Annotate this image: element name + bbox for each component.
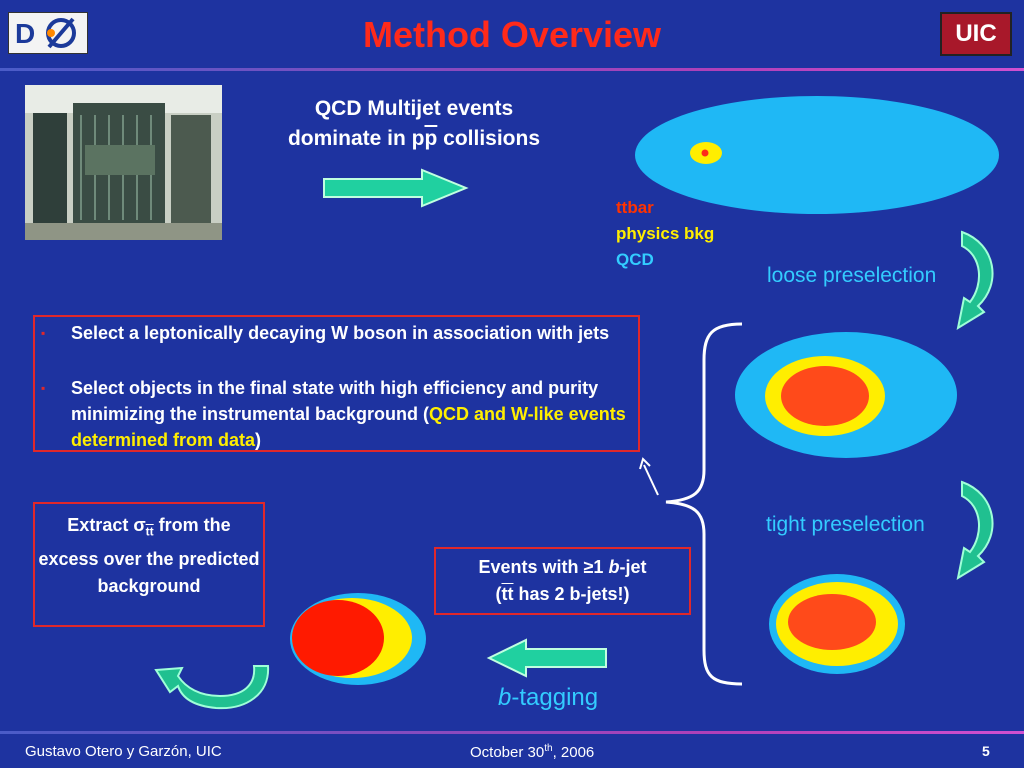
legend-physics-bkg: physics bkg	[616, 224, 714, 244]
final-selection-ellipse	[288, 591, 428, 692]
footer-divider	[0, 731, 1024, 734]
uic-logo: UIC	[940, 12, 1012, 56]
page-number: 5	[982, 743, 990, 759]
tight-selection-ellipse	[767, 572, 907, 681]
step-loose-preselection: loose preselection	[767, 264, 936, 288]
curved-arrow-icon	[150, 660, 272, 717]
arrow-left-icon	[486, 638, 610, 683]
slide-title: Method Overview	[0, 14, 1024, 56]
arrow-right-icon	[322, 168, 470, 213]
header-divider	[0, 68, 1024, 71]
events-line2: (tt has 2 b-jets!)	[436, 581, 689, 608]
qcd-ellipse-full	[633, 94, 1001, 221]
headline: QCD Multijet events dominate in pp colli…	[250, 94, 578, 154]
events-line1: Events with ≥1 b-jet	[436, 554, 689, 581]
loose-selection-ellipse	[733, 330, 959, 465]
events-box: Events with ≥1 b-jet (tt has 2 b-jets!)	[434, 547, 691, 615]
headline-line1: QCD Multijet events	[250, 94, 578, 124]
selection-box: Select a leptonically decaying W boson i…	[33, 315, 640, 452]
footer-date: October 30th, 2006	[470, 743, 594, 761]
footer-author: Gustavo Otero y Garzón, UIC	[25, 743, 222, 760]
legend-ttbar: ttbar	[616, 198, 654, 218]
detector-photo	[25, 85, 222, 240]
curved-arrow-icon	[950, 228, 1000, 339]
bullet-item-2: Select objects in the final state with h…	[71, 375, 631, 453]
step-b-tagging: b-tagging	[498, 684, 598, 712]
legend-qcd: QCD	[616, 250, 654, 270]
pointer-arrow-icon	[638, 455, 662, 502]
headline-line2: dominate in pp collisions	[250, 124, 578, 154]
uic-logo-text: UIC	[942, 14, 1010, 54]
brace	[660, 320, 750, 695]
curved-arrow-icon	[950, 478, 1000, 589]
bullet-item-1: Select a leptonically decaying W boson i…	[71, 320, 631, 346]
step-tight-preselection: tight preselection	[766, 513, 925, 537]
extract-box: Extract σtt from the excess over the pre…	[33, 502, 265, 627]
